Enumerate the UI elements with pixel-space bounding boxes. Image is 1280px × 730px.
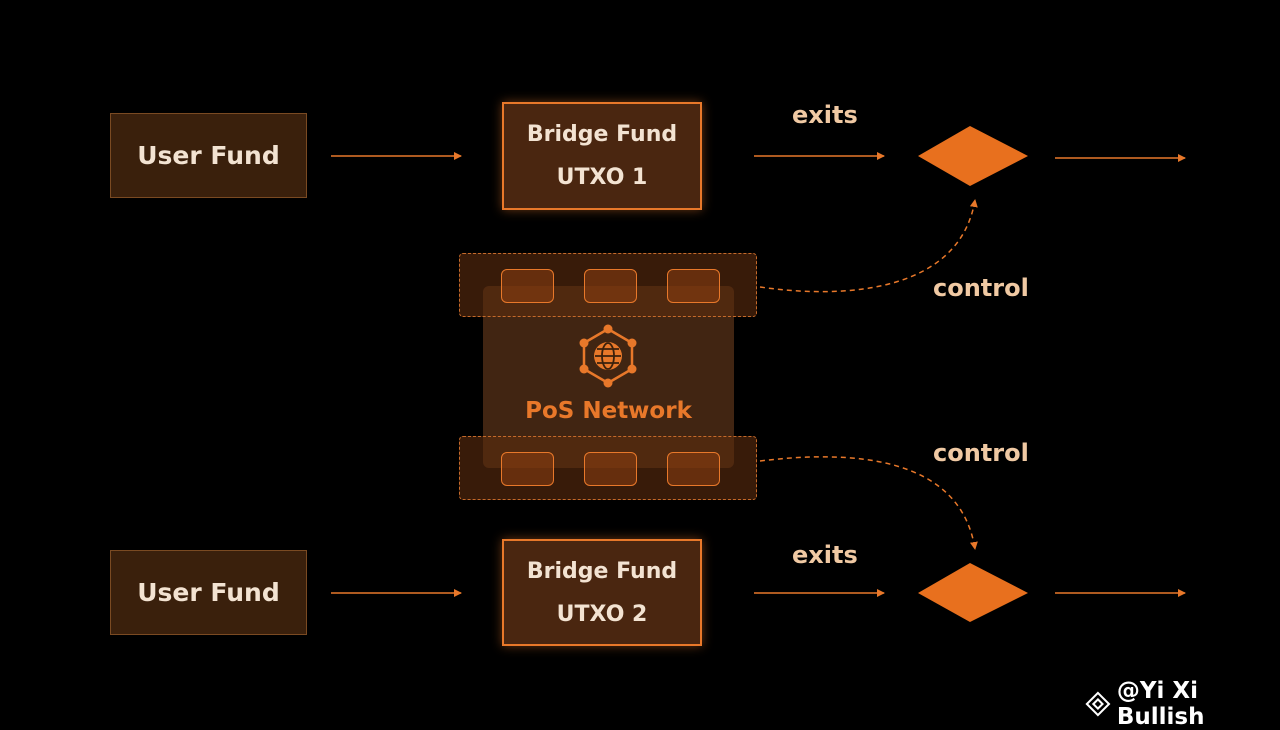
validator-strip-bottom — [459, 436, 757, 500]
validator-node — [501, 269, 554, 303]
control-label-top: control — [933, 274, 1029, 302]
network-globe-icon — [579, 324, 637, 388]
control-label-bottom: control — [933, 439, 1029, 467]
exits-label-bottom: exits — [792, 541, 858, 569]
user-fund-box-top: User Fund — [110, 113, 307, 198]
user-fund-label-bottom: User Fund — [137, 578, 280, 607]
bridge-fund-label-top: Bridge Fund — [526, 122, 678, 147]
control-curve-bottom — [759, 456, 978, 550]
pos-network-title: PoS Network — [525, 398, 692, 424]
exits-label-top: exits — [792, 101, 858, 129]
watermark: @Yi Xi Bullish — [1085, 678, 1280, 730]
control-curve-top — [759, 199, 978, 293]
utxo-label-bottom: UTXO 2 — [556, 601, 648, 627]
exit-diamond-bottom — [918, 563, 1028, 622]
user-fund-box-bottom: User Fund — [110, 550, 307, 635]
bridge-fund-box-utxo1: Bridge Fund UTXO 1 — [502, 102, 702, 210]
validator-node — [667, 269, 720, 303]
bridge-fund-label-bottom: Bridge Fund — [526, 558, 678, 584]
binance-logo-icon — [1085, 691, 1111, 717]
validator-node — [584, 452, 637, 486]
watermark-text: @Yi Xi Bullish — [1116, 678, 1205, 730]
validator-node — [501, 452, 554, 486]
exit-diamond-top — [918, 126, 1028, 186]
user-fund-label-top: User Fund — [137, 141, 280, 170]
bridge-fund-box-utxo2: Bridge Fund UTXO 2 — [502, 539, 702, 646]
validator-node — [667, 452, 720, 486]
utxo-label-top: UTXO 1 — [556, 165, 648, 190]
validator-node — [584, 269, 637, 303]
validator-strip-top — [459, 253, 757, 317]
